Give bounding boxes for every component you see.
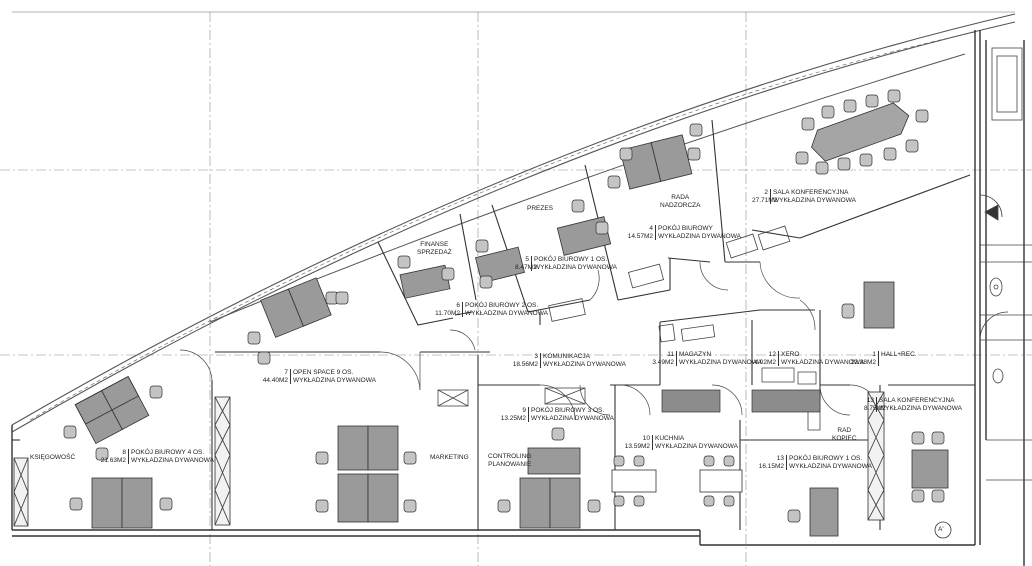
room-number: 11 bbox=[650, 351, 677, 359]
room-area: 27.71M2 bbox=[752, 196, 778, 204]
room-finish: WYKŁADZINA DYWANOWA bbox=[655, 442, 738, 450]
room-name: KOMUNIKACJA bbox=[543, 353, 590, 360]
columns bbox=[13, 391, 885, 527]
room-number: 6 bbox=[432, 302, 463, 310]
tag-controling-line2: PLANOWANIE bbox=[488, 460, 532, 468]
room-name: POKÓJ BIUROWY 3 OS. bbox=[531, 407, 605, 414]
room-area: 3.49M2 bbox=[650, 358, 677, 366]
room-area: 44.40M2 bbox=[258, 376, 291, 384]
tag-ksiegowosc: KSIĘGOWOŚĆ bbox=[30, 454, 76, 461]
room-name: HALL+REC. bbox=[881, 351, 917, 358]
room-name: POKÓJ BIUROWY 2 OS. bbox=[465, 302, 539, 309]
room-name: POKÓJ BIUROWY 1 OS. bbox=[789, 455, 863, 462]
room-finish: WYKŁADZINA DYWANOWA bbox=[658, 232, 741, 240]
room-number: 7 bbox=[258, 369, 291, 377]
partitions bbox=[12, 119, 975, 530]
room-area: 13.59M2 bbox=[622, 442, 653, 450]
room-name: SALA KONFERENCYJNA bbox=[773, 189, 849, 196]
room-name: POKÓJ BIUROWY bbox=[658, 225, 713, 232]
room-area: 22.38M2 bbox=[848, 358, 879, 366]
tag-controling-line1: CONTROLING bbox=[488, 453, 532, 460]
room-number: 8 bbox=[98, 449, 129, 457]
right-core bbox=[979, 47, 1032, 481]
room-area: 21.63M2 bbox=[98, 456, 129, 464]
tag-rad-line1: RAD bbox=[837, 427, 852, 434]
room-name: KUCHNIA bbox=[655, 435, 685, 442]
room-area: 14.57M2 bbox=[625, 232, 656, 240]
room-finish: WYKŁADZINA DYWANOWA bbox=[781, 358, 864, 366]
room-number: 9 bbox=[498, 407, 529, 415]
room-finish: WYKŁADZINA DYWANOWA bbox=[293, 376, 376, 384]
room-area: 16.15M2 bbox=[758, 462, 787, 470]
room-area: 13.25M2 bbox=[498, 414, 529, 422]
tag-rad-kopiec: RAD KOPIEC bbox=[832, 427, 857, 442]
tag-marketing: MARKETING bbox=[430, 454, 469, 461]
room-finish: WYKŁADZINA DYWANOWA bbox=[773, 196, 856, 204]
tag-prezes: PREZES bbox=[527, 205, 554, 212]
room-number: 13 bbox=[864, 397, 877, 405]
tag-finanse-line1: FINANSE bbox=[420, 241, 449, 248]
tag-rada-line2: NADZORCZA bbox=[660, 201, 701, 209]
room-number: 4 bbox=[625, 225, 656, 233]
kitchen-tables bbox=[611, 469, 743, 493]
tag-finanse-line2: SPRZEDAŻ bbox=[417, 248, 452, 256]
room-finish: WYKŁADZINA DYWANOWA bbox=[879, 404, 962, 412]
room-finish: WYKŁADZINA DYWANOWA bbox=[543, 360, 626, 368]
room-area: 8.75M2 bbox=[864, 404, 886, 412]
room-finish: WYKŁADZINA DYWANOWA bbox=[789, 462, 872, 470]
room-number: 5 bbox=[515, 256, 532, 264]
desks bbox=[74, 102, 949, 537]
room-finish: WYKŁADZINA DYWANOWA bbox=[531, 414, 614, 422]
section-mark-label: A' bbox=[938, 526, 944, 533]
chairs bbox=[63, 89, 945, 523]
room-name: POKÓJ BIUROWY 4 OS. bbox=[131, 449, 205, 456]
counters bbox=[661, 367, 821, 413]
room-area: 8.47M2 bbox=[515, 263, 537, 271]
room-number: 10 bbox=[622, 435, 653, 443]
room-area: 11.70M2 bbox=[432, 309, 463, 317]
door-swings bbox=[179, 261, 881, 421]
tag-rada-nadzorcza: RADA NADZORCZA bbox=[660, 194, 700, 209]
cabinets bbox=[437, 225, 821, 431]
room-finish: WYKŁADZINA DYWANOWA bbox=[465, 309, 548, 317]
room-number: 2 bbox=[752, 189, 771, 197]
room-finish: WYKŁADZINA DYWANOWA bbox=[131, 456, 214, 464]
room-name: SALA KONFERENCYJNA bbox=[879, 397, 955, 404]
tag-finanse-sprzedaz: FINANSE SPRZEDAŻ bbox=[417, 241, 452, 256]
tag-rad-line2: KOPIEC bbox=[832, 434, 857, 442]
outer-walls bbox=[11, 30, 1025, 566]
section-mark bbox=[934, 521, 952, 539]
room-number: 1 bbox=[848, 351, 879, 359]
room-area: 4.02M2 bbox=[752, 358, 779, 366]
room-finish: WYKŁADZINA DYWANOWA bbox=[679, 358, 762, 366]
room-number: 13 bbox=[758, 455, 787, 463]
grid-axes bbox=[0, 12, 1032, 566]
room-number: 12 bbox=[752, 351, 779, 359]
tag-rada-line1: RADA bbox=[671, 194, 690, 201]
room-name: OPEN SPACE 9 OS. bbox=[293, 369, 354, 376]
room-number: 3 bbox=[510, 353, 541, 361]
tag-controling-planowanie: CONTROLING PLANOWANIE bbox=[488, 453, 531, 468]
curved-facade bbox=[11, 13, 1016, 433]
room-name: MAGAZYN bbox=[679, 351, 712, 358]
room-finish: WYKŁADZINA DYWANOWA bbox=[534, 263, 617, 271]
room-name: POKÓJ BIUROWY 1 OS. bbox=[534, 256, 608, 263]
room-area: 18.56M2 bbox=[510, 360, 541, 368]
room-name: XERO bbox=[781, 351, 800, 358]
